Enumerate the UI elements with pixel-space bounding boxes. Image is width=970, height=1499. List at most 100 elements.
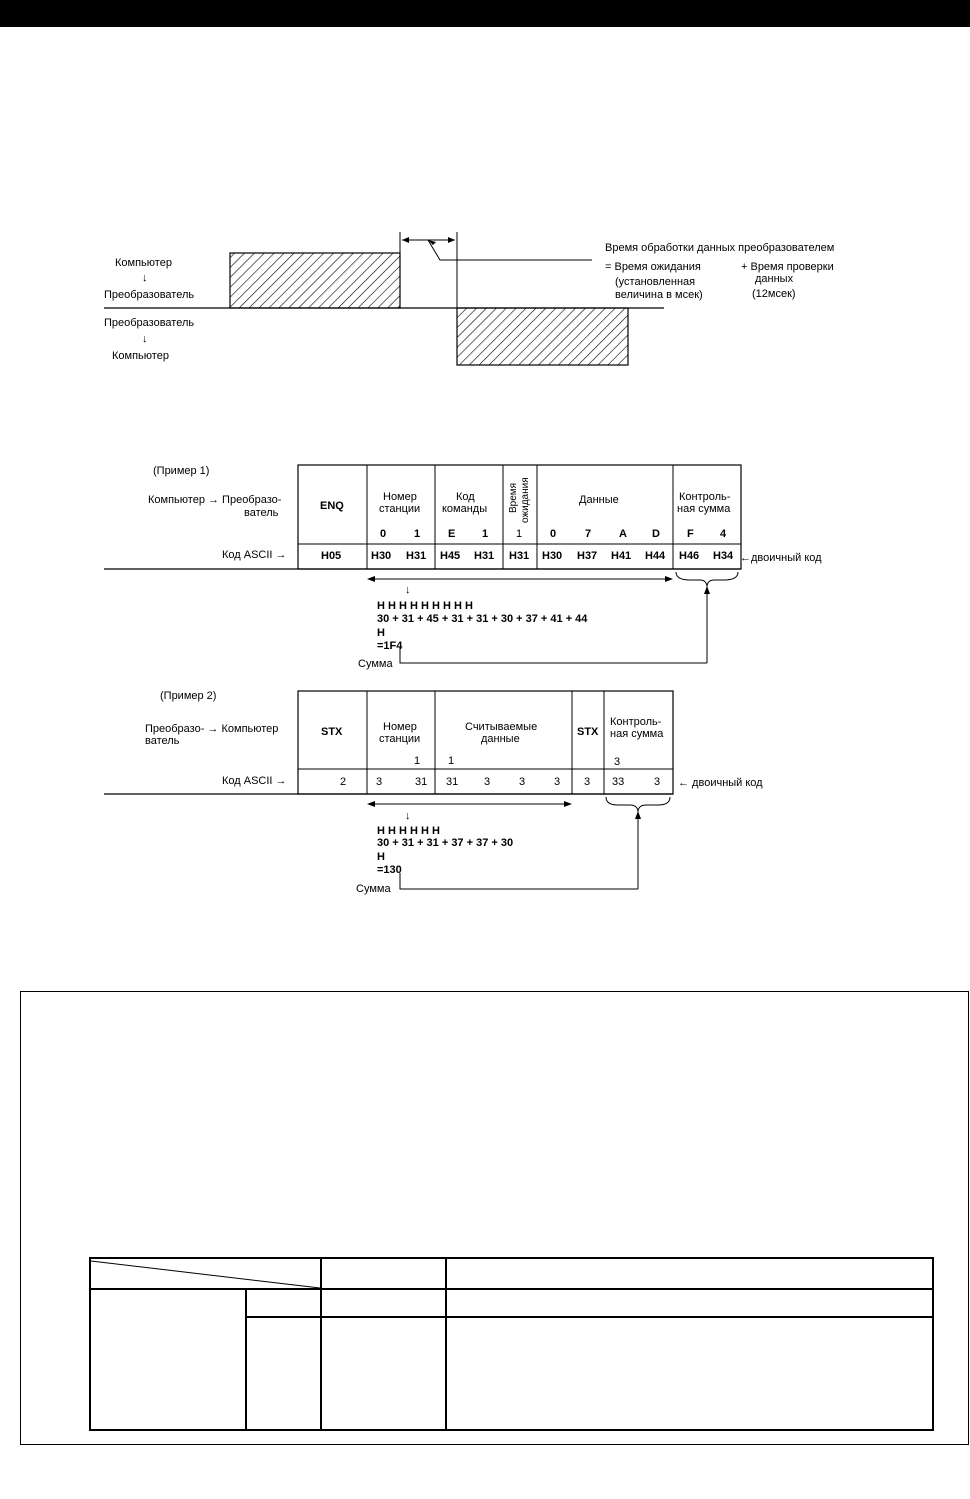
wait-time-note-1: (установленная	[615, 276, 695, 288]
svg-text:2: 2	[340, 776, 346, 788]
example-2-label: (Пример 2)	[160, 690, 216, 702]
svg-text:4: 4	[720, 528, 727, 540]
svg-text:1: 1	[516, 528, 522, 540]
check-time-label: + Время проверки	[741, 261, 834, 273]
svg-text:33: 33	[612, 776, 624, 788]
command-label-1: Код	[456, 491, 475, 503]
table-row	[90, 1316, 934, 1431]
table-cell	[245, 1288, 322, 1318]
example-1-frame: (Пример 1) Компьютер → Преобразо- ватель…	[104, 464, 822, 670]
wait-time-label: = Время ожидания	[605, 261, 701, 273]
table-header-cell	[320, 1257, 447, 1290]
table-cell	[245, 1316, 322, 1431]
example-2-binary-note: ← двоичный код	[678, 777, 763, 789]
read-data-label-1: Считываемые	[465, 721, 537, 733]
svg-text:1: 1	[414, 755, 420, 767]
itoc-line-1: Преобразователь	[104, 317, 194, 329]
example-2-sum-label: Сумма	[356, 883, 391, 895]
svg-text:F: F	[687, 528, 694, 540]
svg-text:31: 31	[415, 776, 427, 788]
example-1-ascii-label: Код ASCII →	[222, 549, 287, 561]
itoc-arrow: ↓	[142, 333, 148, 345]
checksum-label-2: ная сумма	[677, 503, 731, 515]
svg-text:H41: H41	[611, 550, 631, 562]
svg-text:0: 0	[380, 528, 386, 540]
ctoi-line-2: Преобразователь	[104, 289, 194, 301]
itoc-line-2: Компьютер	[112, 350, 169, 362]
svg-text:H31: H31	[406, 550, 426, 562]
example-1-sum-expr: 30 + 31 + 45 + 31 + 31 + 30 + 37 + 41 + …	[377, 613, 588, 625]
svg-text:H30: H30	[542, 550, 562, 562]
svg-text:0: 0	[550, 528, 556, 540]
svg-text:1: 1	[414, 528, 420, 540]
example-2-frame: (Пример 2) Преобразо- → Компьютер ватель…	[104, 690, 763, 895]
enq-field: ENQ	[320, 500, 344, 512]
svg-text:1: 1	[448, 755, 454, 767]
svg-text:H46: H46	[679, 550, 699, 562]
example-2-sum-h: H H H H H H	[377, 825, 440, 837]
timing-diagram: Компьютер ↓ Преобразователь Преобразоват…	[104, 232, 834, 366]
table-row	[89, 1288, 934, 1431]
sum-down-arrow: ↓	[405, 584, 411, 596]
svg-text:A: A	[619, 528, 627, 540]
info-box	[20, 991, 969, 1445]
example-2-direction-2: ватель	[145, 735, 180, 747]
svg-text:H34: H34	[713, 550, 734, 562]
inverter-reply-block	[456, 307, 629, 366]
station-label-1: Номер	[383, 491, 417, 503]
wait-time-note-2: величина в мсек)	[615, 289, 703, 301]
svg-text:7: 7	[585, 528, 591, 540]
example-1-label: (Пример 1)	[153, 465, 209, 477]
svg-text:3: 3	[519, 776, 525, 788]
table-cell	[320, 1288, 447, 1318]
svg-text:E: E	[448, 528, 455, 540]
svg-text:3: 3	[484, 776, 490, 788]
svg-text:H31: H31	[474, 550, 494, 562]
example-1-codes: H05 H30 H31 H45 H31 H31 H30 H37 H41 H44 …	[321, 550, 734, 562]
station2-label-2: станции	[379, 733, 420, 745]
example-1-sum-h2: H	[377, 627, 385, 639]
wait-label-2: ожидания	[520, 477, 531, 523]
station2-label-1: Номер	[383, 721, 417, 733]
example-1-sum-label: Сумма	[358, 658, 393, 670]
svg-text:H45: H45	[440, 550, 460, 562]
example-1-direction-1: Компьютер → Преобразо-	[148, 494, 282, 506]
example-2-chars: 1 1 3	[414, 755, 620, 768]
svg-text:3: 3	[376, 776, 382, 788]
table-cell	[445, 1288, 934, 1318]
table-header-cell	[445, 1257, 934, 1290]
svg-text:3: 3	[654, 776, 660, 788]
etx-field: STX	[577, 726, 599, 738]
checksum2-label-1: Контроль-	[610, 716, 662, 728]
svg-text:H30: H30	[371, 550, 391, 562]
svg-text:1: 1	[482, 528, 488, 540]
example-1-sum-h: H H H H H H H H H	[377, 600, 473, 612]
example-2-ascii-label: Код ASCII →	[222, 775, 287, 787]
table-header-row	[89, 1257, 934, 1290]
svg-text:31: 31	[446, 776, 458, 788]
example-1-chars: 0 1 E 1 1 0 7 A D F 4	[380, 528, 727, 540]
top-black-bar	[0, 0, 970, 27]
example-1-sum-result: =1F4	[377, 640, 403, 652]
svg-text:H31: H31	[509, 550, 529, 562]
table-cell	[320, 1316, 447, 1431]
example-1-direction-2: ватель	[244, 507, 279, 519]
ctoi-line-1: Компьютер	[115, 257, 172, 269]
table-cell	[445, 1316, 934, 1431]
stx-field: STX	[321, 726, 343, 738]
example-2-sum-h2: H	[377, 851, 385, 863]
parameter-table	[89, 1257, 934, 1431]
processing-time-label: Время обработки данных преобразователем	[605, 242, 834, 254]
svg-text:H37: H37	[577, 550, 597, 562]
check-time-note-1: данных	[755, 273, 794, 285]
example-2-sum-expr: 30 + 31 + 31 + 37 + 37 + 30	[377, 837, 513, 849]
table-corner-cell	[89, 1257, 322, 1290]
example-2-sum-result: =130	[377, 864, 402, 876]
svg-text:3: 3	[584, 776, 590, 788]
data-label: Данные	[579, 494, 619, 506]
example-2-direction-1: Преобразо- → Компьютер	[145, 723, 278, 735]
checksum-label-1: Контроль-	[679, 491, 731, 503]
svg-text:H44: H44	[645, 550, 666, 562]
wait-label-1: Время	[508, 483, 519, 513]
example-2-codes: 2 3 31 31 3 3 3 3 33 3	[340, 776, 660, 788]
